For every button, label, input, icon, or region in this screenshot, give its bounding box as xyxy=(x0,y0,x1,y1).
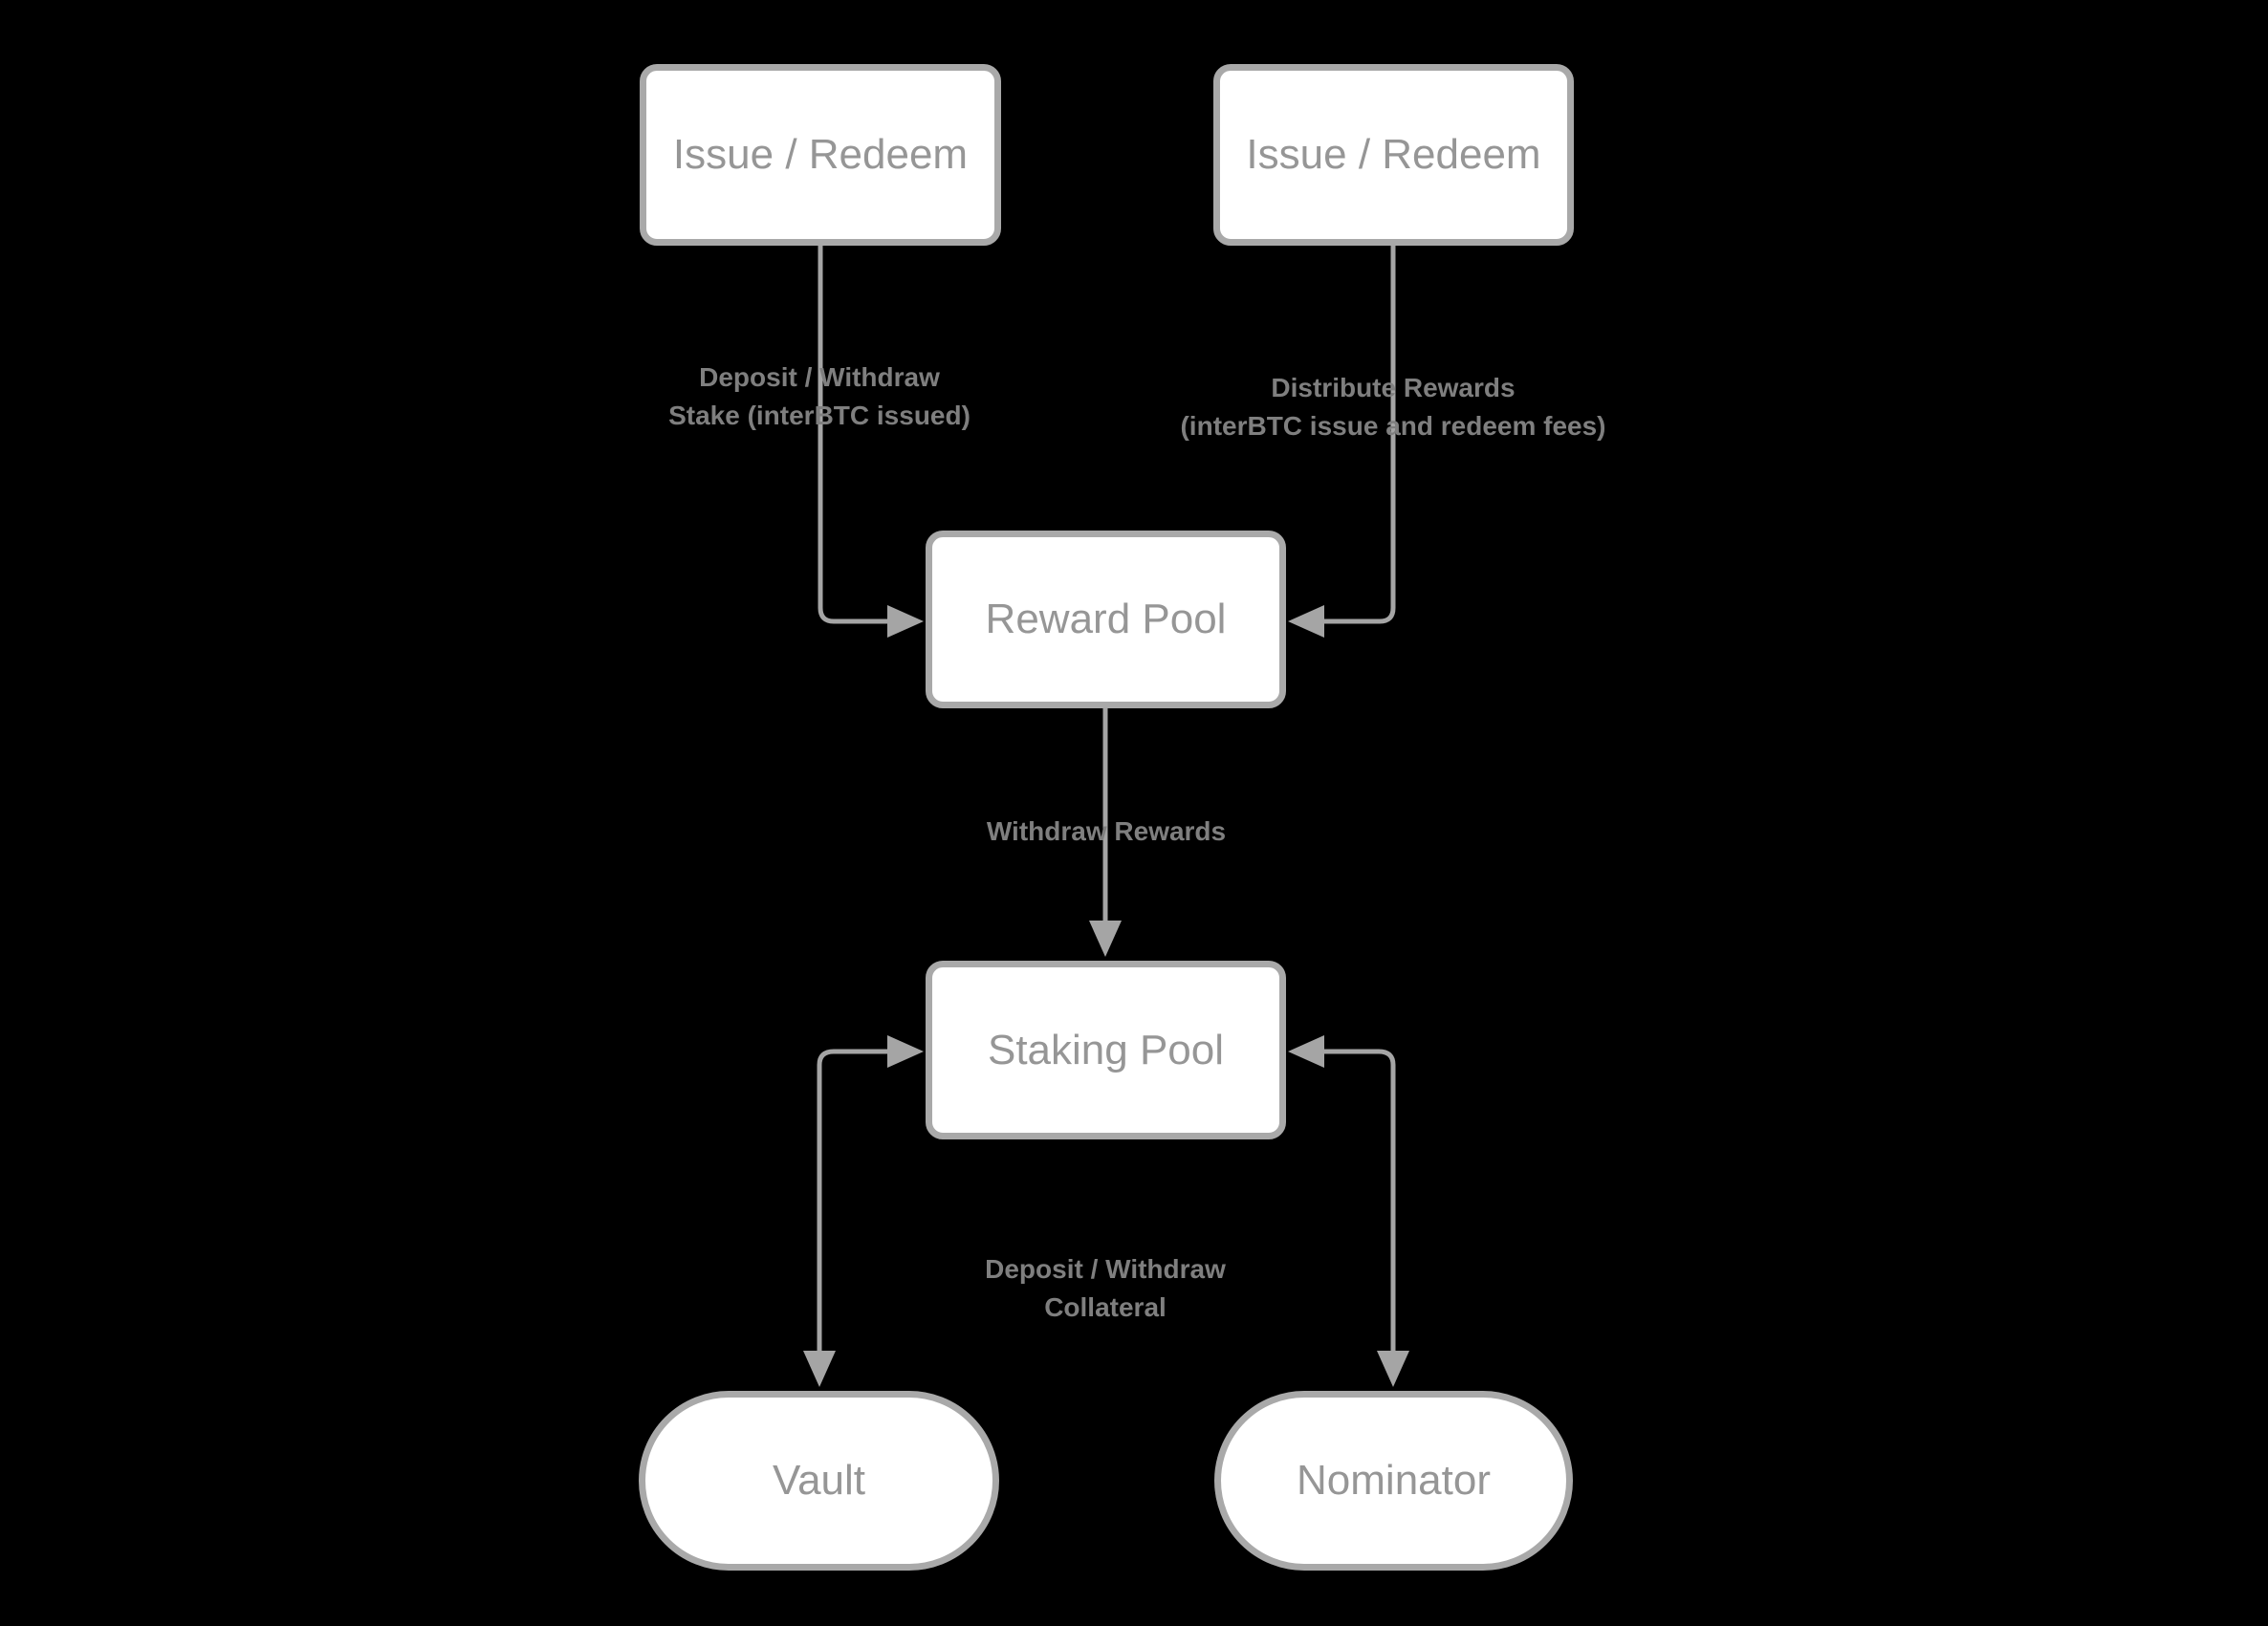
edge-label-withdraw-rewards: Withdraw Rewards xyxy=(987,813,1226,851)
node-issue-redeem-left: Issue / Redeem xyxy=(640,64,1001,246)
edge-label-deposit-withdraw-collateral: Deposit / Withdraw Collateral xyxy=(985,1250,1226,1327)
edge-label-line: Withdraw Rewards xyxy=(986,816,1227,846)
edge-label-line: Collateral xyxy=(1044,1292,1167,1322)
edge-issue-left-to-reward-pool xyxy=(818,246,887,624)
arrowhead-into-reward-pool-left xyxy=(887,605,924,638)
edge-label-line: Deposit / Withdraw xyxy=(985,1254,1226,1284)
node-staking-pool-label: Staking Pool xyxy=(987,1026,1225,1073)
node-reward-pool: Reward Pool xyxy=(926,531,1286,708)
edge-label-line: Deposit / Withdraw xyxy=(699,362,940,392)
edge-label-distribute-rewards: Distribute Rewards (interBTC issue and r… xyxy=(1180,369,1605,445)
node-vault: Vault xyxy=(639,1391,999,1571)
edge-label-line: Stake (interBTC issued) xyxy=(668,401,970,430)
arrowhead-into-nominator-top xyxy=(1377,1351,1409,1387)
node-nominator: Nominator xyxy=(1214,1391,1573,1571)
node-reward-pool-label: Reward Pool xyxy=(985,596,1227,642)
edge-label-line: Distribute Rewards xyxy=(1271,373,1516,402)
arrowhead-into-vault-top xyxy=(803,1351,836,1387)
edge-label-line: (interBTC issue and redeem fees) xyxy=(1180,411,1606,441)
edge-issue-right-to-reward-pool xyxy=(1324,246,1396,624)
node-vault-label: Vault xyxy=(772,1457,866,1504)
node-nominator-label: Nominator xyxy=(1297,1457,1491,1504)
edge-label-deposit-withdraw-stake: Deposit / Withdraw Stake (interBTC issue… xyxy=(668,358,970,435)
node-issue-redeem-right: Issue / Redeem xyxy=(1213,64,1574,246)
node-staking-pool: Staking Pool xyxy=(926,961,1286,1139)
arrowhead-into-staking-pool-left xyxy=(887,1035,924,1068)
arrowhead-into-reward-pool-right xyxy=(1288,605,1324,638)
edge-staking-pool-vault xyxy=(817,1049,887,1351)
arrowhead-into-staking-pool-top xyxy=(1089,921,1122,957)
edge-staking-pool-nominator xyxy=(1324,1049,1396,1351)
node-issue-redeem-left-label: Issue / Redeem xyxy=(672,131,969,178)
node-issue-redeem-right-label: Issue / Redeem xyxy=(1246,131,1541,178)
arrowhead-into-staking-pool-right xyxy=(1288,1035,1324,1068)
